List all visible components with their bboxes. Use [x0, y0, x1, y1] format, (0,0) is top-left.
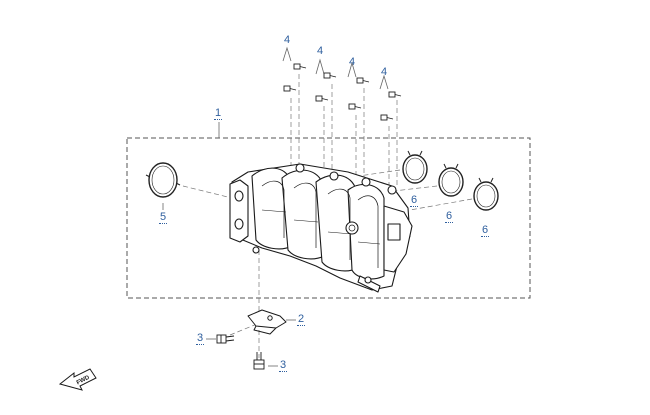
- bolts-4-group: [283, 63, 402, 121]
- callout-3-bolt-a: 3: [196, 332, 205, 345]
- assembly-boundary-box: [126, 137, 531, 299]
- bolt-4-b2: [315, 95, 329, 102]
- bolt-4-a2: [283, 85, 297, 92]
- bolt-3-part-b: [253, 352, 265, 370]
- callout-5: 5: [159, 211, 168, 224]
- intake-manifold-part: [229, 163, 413, 293]
- callout-2: 2: [297, 313, 306, 326]
- bolt-4-b1: [323, 72, 337, 79]
- gasket-6-part-b: [438, 163, 464, 197]
- fwd-arrow-icon: FWD: [58, 368, 97, 391]
- fwd-label: FWD: [76, 375, 91, 387]
- leader-lines: [162, 46, 389, 367]
- bracket-2-part: [247, 309, 287, 335]
- gasket-5-part: [145, 162, 181, 198]
- callout-6-b: 6: [445, 210, 454, 223]
- callout-6-a: 6: [410, 194, 419, 207]
- bolt-3-part-a: [216, 334, 235, 344]
- gasket-6-part-a: [402, 150, 428, 184]
- bolt-4-c1: [356, 77, 370, 84]
- bolt-4-c2: [348, 103, 362, 110]
- gasket-6-part-c: [473, 177, 499, 211]
- bolt-4-d2: [380, 114, 394, 121]
- callout-3-bolt-b: 3: [279, 359, 288, 372]
- callout-4-a: 4: [284, 34, 291, 46]
- callout-6-c: 6: [481, 224, 490, 237]
- callout-1: 1: [214, 107, 223, 120]
- bolt-4-a1: [293, 63, 307, 70]
- callout-4-d: 4: [381, 66, 388, 78]
- callout-4-b: 4: [317, 45, 324, 57]
- bolt-4-d1: [388, 91, 402, 98]
- callout-4-c: 4: [349, 56, 356, 68]
